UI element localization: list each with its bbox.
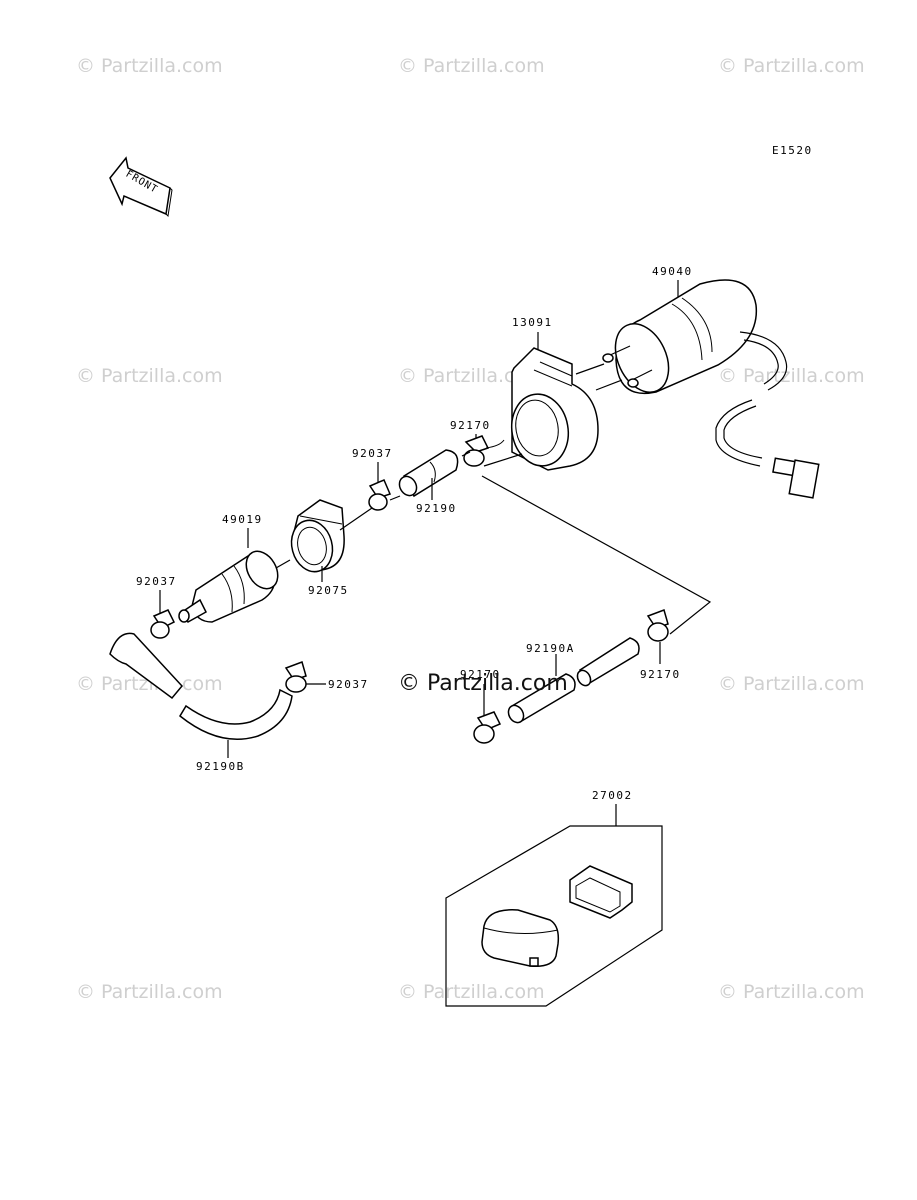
label-92190B: 92190B [196, 760, 245, 773]
clamp-92037-lower: 92037 [284, 661, 369, 693]
label-92037-mid: 92037 [352, 447, 393, 460]
diagram-code: E1520 [772, 144, 813, 157]
watermark-4: © Partzilla.com [76, 365, 223, 387]
hose-92190A: 92190A [507, 637, 640, 724]
filter-holder-92075: 92075 [290, 499, 373, 597]
clamp-92037-mid: 92037 [352, 447, 393, 511]
watermark-6: © Partzilla.com [718, 365, 865, 387]
label-92037-left: 92037 [136, 575, 177, 588]
watermark-8: © Partzilla.com [718, 673, 865, 695]
label-92170-right: 92170 [640, 668, 681, 681]
label-13091: 13091 [512, 316, 553, 329]
clamp-92170-top: 92170 [450, 419, 505, 467]
clamp-92170-right: 92170 [640, 609, 681, 681]
hose-92190: 92190 [389, 449, 471, 515]
hose-92190B: 92190B [109, 632, 293, 773]
watermark-center: © Partzilla.com [398, 671, 568, 696]
watermarks: © Partzilla.com © Partzilla.com © Partzi… [76, 55, 865, 1003]
label-92190A: 92190A [526, 642, 575, 655]
label-92170-top: 92170 [450, 419, 491, 432]
fuel-pump-49040: 49040 [602, 265, 820, 499]
label-92170-left: 92170 [460, 668, 501, 681]
clamp-92170-left: 92170 [460, 668, 502, 744]
watermark-9: © Partzilla.com [76, 981, 223, 1003]
connector-kit-27002: 27002 [445, 789, 663, 1007]
watermark-3: © Partzilla.com [718, 55, 865, 77]
watermark-2: © Partzilla.com [398, 55, 545, 77]
watermark-1: © Partzilla.com [76, 55, 223, 77]
leader-line-right [481, 475, 712, 635]
front-arrow-icon: FRONT [109, 156, 173, 218]
fuel-filter-49019: 49019 [178, 513, 291, 624]
watermark-7: © Partzilla.com [76, 673, 223, 695]
label-92037-lower: 92037 [328, 678, 369, 691]
label-49019: 49019 [222, 513, 263, 526]
watermark-5: © Partzilla.com [398, 365, 545, 387]
label-49040: 49040 [652, 265, 693, 278]
watermark-11: © Partzilla.com [718, 981, 865, 1003]
clamp-92037-left: 92037 [136, 575, 177, 639]
label-27002: 27002 [592, 789, 633, 802]
pump-holder-13091: 13091 [510, 316, 623, 471]
watermark-10: © Partzilla.com [398, 981, 545, 1003]
label-92075: 92075 [308, 584, 349, 597]
leader-line-top [483, 453, 523, 467]
label-92190: 92190 [416, 502, 457, 515]
